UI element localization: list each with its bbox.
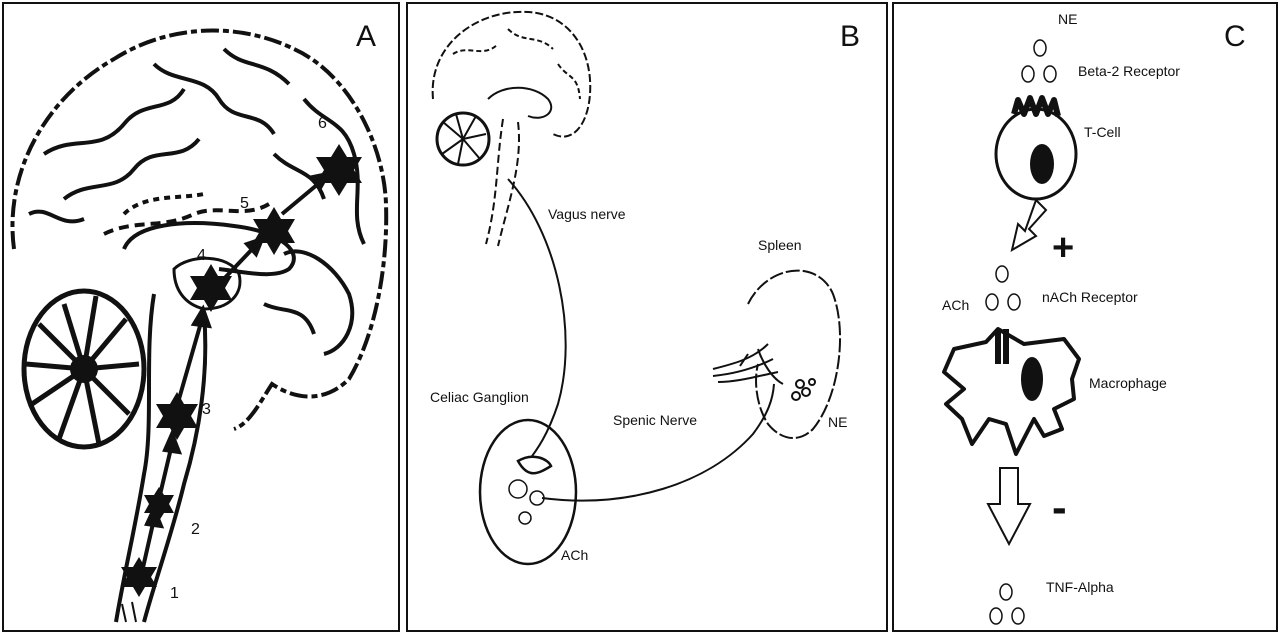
panel-a: 1 2 3 4 5 6 A	[2, 2, 400, 632]
panel-letter-b: B	[840, 20, 860, 53]
thalamus	[172, 256, 242, 311]
label-vagus-nerve: Vagus nerve	[548, 206, 626, 222]
label-ne: NE	[828, 414, 847, 430]
stage-label-2: 2	[191, 521, 200, 538]
vagus-spleen-diagram: Vagus nerve Spleen Celiac Ganglion Speni…	[430, 10, 860, 566]
panel-letter-c: C	[1224, 20, 1246, 53]
label-ach: ACh	[561, 547, 588, 563]
star-5	[253, 207, 295, 255]
label-beta2-receptor: Beta-2 Receptor	[1078, 63, 1180, 79]
label-splenic-nerve: Spenic Nerve	[613, 412, 697, 428]
tnf-molecules	[989, 583, 1025, 625]
celiac-ganglion	[478, 418, 578, 566]
stage-label-4: 4	[197, 247, 206, 264]
stage-label-5: 5	[240, 195, 249, 212]
cholinergic-pathway-diagram: NE Beta-2 Receptor T-Cell + ACh nACh Rec…	[942, 11, 1246, 625]
splenic-nerve-line	[541, 383, 775, 502]
small-brain-icon	[431, 10, 592, 247]
label-ne: NE	[1058, 11, 1077, 27]
label-macrophage: Macrophage	[1089, 375, 1167, 391]
star-1	[121, 557, 157, 597]
stage-label-1: 1	[170, 585, 179, 602]
inhibition-arrow	[986, 467, 1032, 547]
label-nach-receptor: nACh Receptor	[1042, 289, 1138, 305]
star-3	[156, 392, 198, 440]
panel-c: NE Beta-2 Receptor T-Cell + ACh nACh Rec…	[892, 2, 1278, 632]
label-minus: -	[1052, 483, 1067, 532]
t-cell	[994, 95, 1078, 201]
panel-b: Vagus nerve Spleen Celiac Ganglion Speni…	[406, 2, 888, 632]
vagus-nerve-line	[507, 178, 567, 465]
label-plus: +	[1052, 227, 1074, 269]
label-celiac-ganglion: Celiac Ganglion	[430, 389, 529, 405]
panel-letter-a: A	[356, 20, 376, 53]
spleen-organ	[712, 269, 842, 439]
brain-pathway-diagram: 1 2 3 4 5 6 A	[10, 20, 389, 623]
activation-arrow	[1010, 198, 1048, 253]
label-t-cell: T-Cell	[1084, 124, 1121, 140]
star-2	[144, 487, 174, 521]
label-tnf-alpha: TNF-Alpha	[1046, 579, 1114, 595]
star-4	[190, 264, 232, 312]
label-ach: ACh	[942, 297, 969, 313]
ne-molecules	[1021, 39, 1057, 83]
ach-molecules	[985, 265, 1021, 311]
star-6	[316, 144, 362, 196]
stage-label-3: 3	[202, 401, 211, 418]
pathway-stars	[121, 144, 362, 597]
brain-outline	[10, 28, 389, 431]
cerebellum	[21, 288, 147, 450]
cortex-gyri	[28, 47, 366, 356]
label-spleen: Spleen	[758, 237, 802, 253]
macrophage	[942, 327, 1081, 456]
stage-label-6: 6	[318, 115, 327, 132]
brainstem	[114, 293, 208, 623]
